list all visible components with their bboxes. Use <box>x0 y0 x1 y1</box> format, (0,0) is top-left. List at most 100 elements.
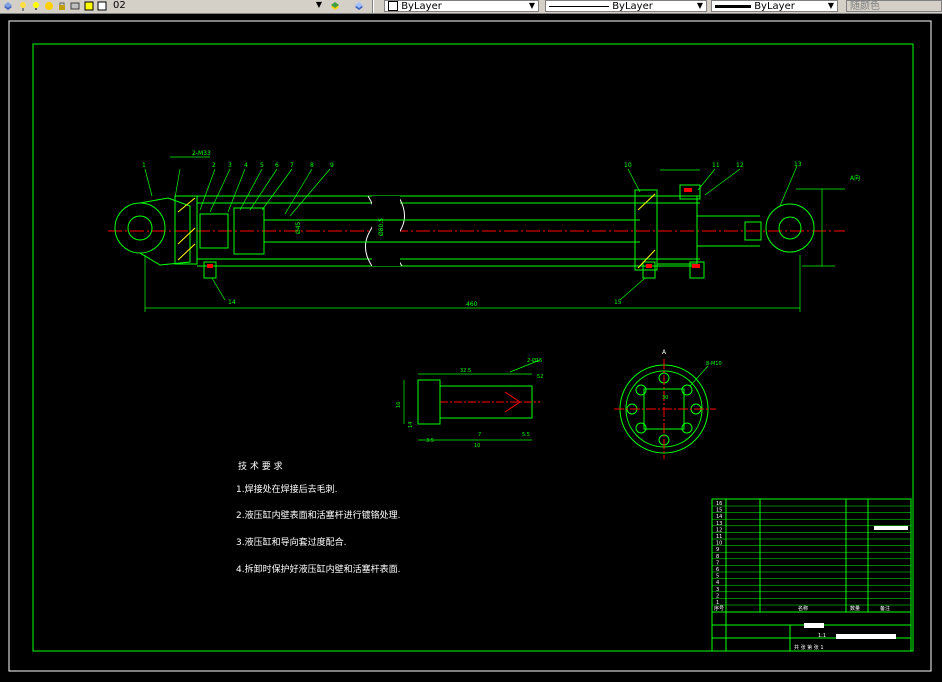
dim-16: 16 <box>396 402 402 408</box>
balloon: 7 <box>290 162 294 169</box>
balloon: 4 <box>244 162 248 169</box>
toolbar-separator <box>372 0 374 13</box>
requirement-line: 4.拆卸时保护好液压缸内壁和活塞杆表面. <box>236 563 400 575</box>
overall-length-dim: 460 <box>466 301 478 308</box>
sun-freeze-icon[interactable] <box>44 1 54 11</box>
color-dropdown[interactable]: ByLayer ▼ <box>384 0 539 12</box>
port-label: 2-M33 <box>192 150 211 157</box>
color-swatch <box>388 1 398 11</box>
balloon: 6 <box>275 162 279 169</box>
table-row-number: 15 <box>716 508 722 514</box>
title-block-fill <box>836 634 896 639</box>
balloon: 12 <box>736 162 744 169</box>
balloon: 5 <box>260 162 264 169</box>
section-hatch <box>177 193 656 269</box>
col-header: 备注 <box>880 605 890 612</box>
seal-marks <box>207 188 700 268</box>
layer-name: 02 <box>113 0 126 11</box>
table-row-number: 5 <box>716 574 719 580</box>
paper-border <box>8 20 932 672</box>
layer-dropdown[interactable]: 02 ▼ <box>110 0 325 12</box>
layer-color-box-icon <box>97 1 107 11</box>
properties-toolbar: 02 ▼ ByLayer ▼ ByLayer ▼ ByLayer ▼ 随颜色 <box>0 0 942 14</box>
balloon: 9 <box>330 162 334 169</box>
dim-32-5: 32.5 <box>460 368 471 374</box>
requirement-line: 3.液压缸和导向套过度配合. <box>236 536 346 548</box>
col-header: 数量 <box>850 605 860 612</box>
plot-style-value: 随颜色 <box>850 1 880 12</box>
chevron-down-icon: ▼ <box>827 1 835 10</box>
dim-3-5: 3.5 <box>426 438 434 444</box>
lock-icon[interactable] <box>57 1 67 11</box>
section-a-label: A <box>662 349 667 356</box>
bore-dim: Ø80.5 <box>378 218 385 236</box>
plot-icon[interactable] <box>70 1 80 11</box>
linetype-value: ByLayer <box>612 1 653 12</box>
table-row-number: 13 <box>716 521 722 527</box>
title-block-fill <box>804 623 824 628</box>
lineweight-dropdown[interactable]: ByLayer ▼ <box>711 0 838 12</box>
plot-style-dropdown[interactable]: 随颜色 <box>846 0 942 12</box>
col-header: 名称 <box>798 605 808 612</box>
dim-52: 52 <box>537 374 543 380</box>
layer-previous-icon[interactable] <box>354 1 364 11</box>
col-header: 序号 <box>714 605 724 612</box>
parts-list-headers: 序号 名称 数量 备注 <box>714 605 890 612</box>
linetype-preview <box>549 5 609 7</box>
table-row-number: 3 <box>716 587 719 593</box>
table-row-number: 4 <box>716 580 719 586</box>
dim-30: 30 <box>662 395 668 401</box>
balloon: 1 <box>142 162 146 169</box>
table-row-number: 7 <box>716 560 719 566</box>
lightbulb-icon[interactable] <box>31 1 41 11</box>
requirement-line: 2.液压缸内壁表面和活塞杆进行镀铬处理. <box>236 509 400 521</box>
title-block-fill <box>874 526 908 530</box>
flange-view-a <box>614 359 716 459</box>
table-row-number: 6 <box>716 567 719 573</box>
sheet-text: 共 张 第 张 1 <box>794 644 824 651</box>
layer-state-icon[interactable] <box>18 1 28 11</box>
dim-14: 14 <box>408 422 414 428</box>
drawing-canvas[interactable]: 460 Ø80.5 Ø45 2-M33 A向 1 2 3 4 5 6 7 8 9… <box>0 14 942 678</box>
table-row-number: 16 <box>716 501 722 507</box>
table-row-number: 10 <box>716 541 722 547</box>
lineweight-preview <box>715 4 751 8</box>
balloon: 13 <box>794 161 802 168</box>
balloon-numbers: 1 2 3 4 5 6 7 8 9 10 11 12 13 14 15 <box>142 161 802 306</box>
table-row-number: 11 <box>716 534 722 540</box>
chevron-down-icon: ▼ <box>696 1 704 10</box>
balloon: 3 <box>228 162 232 169</box>
technical-requirements: 技 术 要 求 1.焊接处在焊接后去毛刺. 2.液压缸内壁表面和活塞杆进行镀铬处… <box>236 460 400 575</box>
make-layer-current-icon[interactable] <box>330 1 340 11</box>
bolt-label: 8-M10 <box>706 361 722 367</box>
dim-10: 10 <box>474 443 480 449</box>
chevron-down-icon: ▼ <box>528 1 536 10</box>
pin-label: 2-Ø15 <box>527 357 542 364</box>
scale-text: 1:1 <box>818 633 826 639</box>
tech-title: 技 术 要 求 <box>238 460 283 472</box>
parts-list-table <box>711 498 912 652</box>
lineweight-value: ByLayer <box>754 1 795 12</box>
table-row-number: 8 <box>716 554 719 560</box>
view-a-label: A向 <box>850 174 860 182</box>
color-value: ByLayer <box>401 1 442 12</box>
table-row-number: 9 <box>716 547 719 553</box>
balloon: 2 <box>212 162 216 169</box>
table-row-number: 2 <box>716 593 719 599</box>
drawing-frame <box>32 43 914 652</box>
table-row-number: 12 <box>716 527 722 533</box>
balloon: 8 <box>310 162 314 169</box>
linetype-dropdown[interactable]: ByLayer ▼ <box>545 0 707 12</box>
hydraulic-cylinder-main-view <box>108 156 845 312</box>
balloon: 10 <box>624 162 632 169</box>
rod-dim: Ø45 <box>295 221 302 234</box>
requirement-line: 1.焊接处在焊接后去毛刺. <box>236 483 337 495</box>
pin-detail-view <box>403 359 541 441</box>
dim-7: 7 <box>478 432 481 438</box>
table-row-number: 1 <box>716 600 719 606</box>
table-row-number: 14 <box>716 514 722 520</box>
balloon: 11 <box>712 162 720 169</box>
dim-5-5: 5.5 <box>522 432 530 438</box>
layer-manager-icon[interactable] <box>3 1 13 11</box>
